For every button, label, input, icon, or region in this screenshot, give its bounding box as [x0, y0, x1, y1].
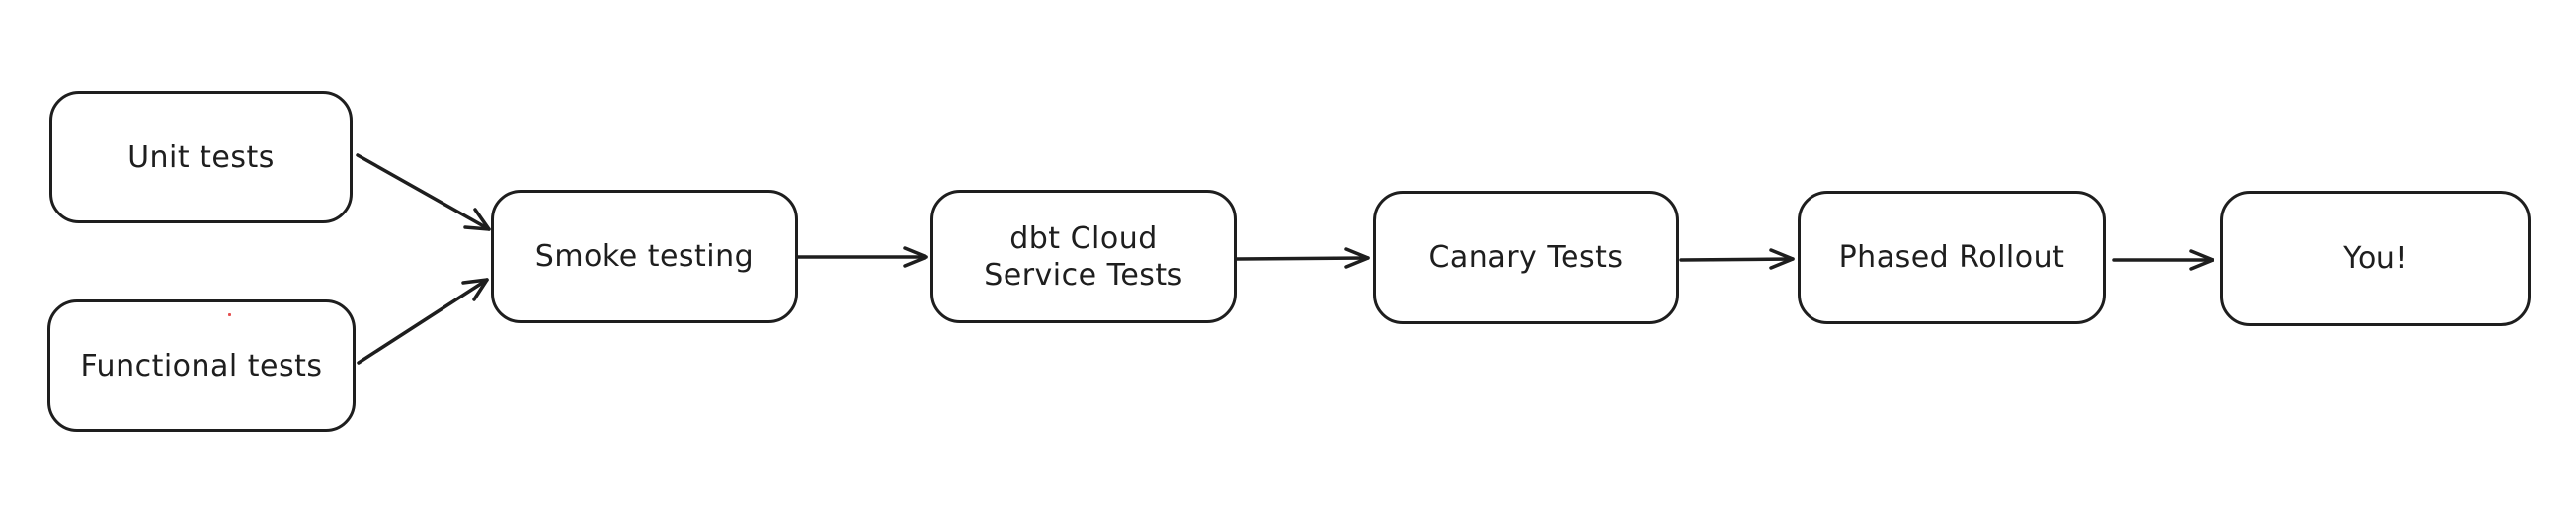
node-you[interactable]: You! — [2220, 191, 2531, 326]
node-label: Functional tests — [80, 348, 323, 383]
edge-dbt-cloud-to-canary-tests[interactable] — [1235, 247, 1370, 269]
node-label: Canary Tests — [1428, 240, 1624, 275]
arrowhead-icon — [903, 246, 928, 268]
edge-unit-tests-to-smoke-testing[interactable] — [356, 153, 491, 231]
arrowhead-icon — [1769, 248, 1795, 270]
node-label: Smoke testing — [534, 239, 755, 274]
edge-smoke-testing-to-dbt-cloud[interactable] — [796, 246, 928, 268]
arrowhead-icon — [461, 278, 489, 301]
node-label: Unit tests — [127, 139, 275, 175]
node-label: You! — [2343, 241, 2408, 276]
edge-functional-tests-to-smoke-testing[interactable] — [357, 278, 489, 365]
node-canary-tests[interactable]: Canary Tests — [1373, 191, 1679, 324]
arrowhead-icon — [463, 208, 491, 231]
arrow-shaft — [357, 278, 489, 365]
stray-red-mark — [228, 313, 231, 316]
node-smoke-testing[interactable]: Smoke testing — [491, 190, 798, 323]
node-unit-tests[interactable]: Unit tests — [49, 91, 353, 223]
arrow-shaft — [1679, 257, 1795, 262]
arrowhead-icon — [2189, 249, 2214, 271]
edge-canary-tests-to-phased-rollout[interactable] — [1679, 248, 1795, 270]
node-functional-tests[interactable]: Functional tests — [47, 299, 356, 432]
node-label: dbt Cloud Service Tests — [984, 220, 1183, 293]
node-phased-rollout[interactable]: Phased Rollout — [1798, 191, 2106, 324]
arrow-shaft — [1235, 256, 1370, 261]
node-dbt-cloud-service-tests[interactable]: dbt Cloud Service Tests — [930, 190, 1237, 323]
node-label: Phased Rollout — [1838, 240, 2065, 275]
arrow-shaft — [356, 153, 491, 231]
arrowhead-icon — [1344, 247, 1370, 269]
edge-phased-rollout-to-you[interactable] — [2112, 249, 2214, 271]
